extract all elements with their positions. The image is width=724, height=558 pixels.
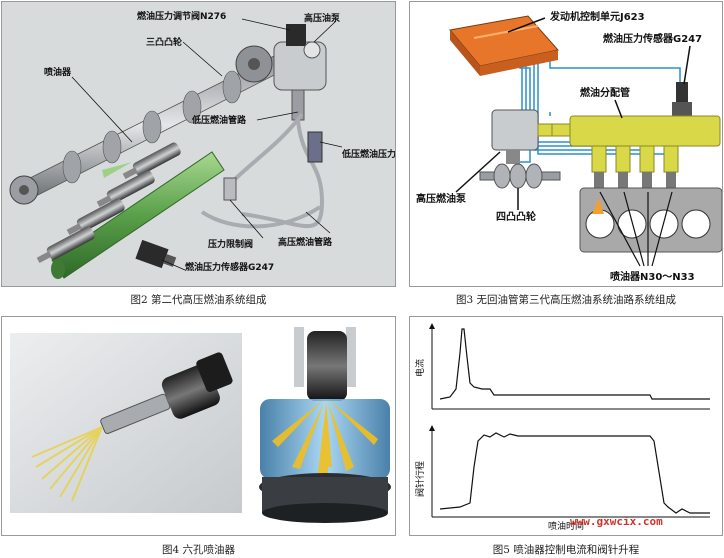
fig5-panel: 电流 阀针行程 喷油时间 www.gxwcix.com — [409, 316, 723, 536]
fig4-panel — [1, 316, 396, 536]
fuel-rail — [549, 115, 721, 147]
label-lp-sensor-text: 低压燃油压力传感器 — [341, 148, 396, 160]
current-curve — [439, 328, 710, 400]
engine-block — [579, 187, 722, 253]
fig2-leaders — [71, 18, 343, 271]
hp-pump — [273, 24, 327, 121]
label-hp-pump-3: 高压燃油泵 — [416, 192, 467, 205]
label-relief: 压力限制阀 — [208, 238, 253, 250]
cam-shaft-3 — [479, 163, 561, 189]
green-rail — [51, 151, 225, 279]
label-injector: 喷油器 — [44, 66, 72, 78]
cylinder-view — [259, 327, 391, 523]
fuel-lines — [200, 112, 325, 229]
injector-leaders — [599, 191, 673, 267]
injector-tips — [594, 172, 676, 190]
watermark: www.gxwcix.com — [570, 515, 663, 528]
label-cam-3: 四凸凸轮 — [496, 210, 536, 223]
label-lp-line: 低压燃油管路 — [191, 114, 247, 126]
fig2-panel: 燃油压力调节阀N276 高压油泵 三凸凸轮 喷油器 低压燃油管路 低压燃油压力传… — [1, 1, 396, 287]
label-rail: 燃油分配管 — [580, 86, 630, 99]
label-hp-line: 高压燃油管路 — [278, 236, 333, 248]
ecu-leader — [507, 17, 546, 33]
pump-leader — [455, 151, 501, 193]
time-axis-label: 喷油时间 — [548, 520, 584, 532]
hp-pump-3 — [491, 109, 553, 164]
label-hp-pump: 高压油泵 — [304, 12, 341, 24]
fig3-caption: 图3 无回油管第三代高压燃油系统油路系统组成 — [455, 294, 677, 306]
injectors — [36, 142, 181, 264]
label-lp-sensor: 低压燃油压力传感器 — [341, 148, 396, 160]
label-sensor-g247: 燃油压力传感器G247 — [185, 261, 274, 273]
label-ecu: 发动机控制单元J623 — [549, 10, 645, 23]
current-plot: 电流 — [414, 323, 710, 410]
relief-valve — [223, 177, 237, 201]
sensor-leader — [683, 45, 691, 85]
ecu-box — [449, 15, 559, 76]
fig5-chart: 电流 阀针行程 喷油时间 www.gxwcix.com — [414, 323, 710, 532]
spray-right — [272, 401, 378, 473]
fig3-panel: 发动机控制单元J623 燃油压力传感器G247 燃油分配管 — [409, 1, 723, 287]
lift-axis-label: 阀针行程 — [414, 461, 426, 497]
fig2-caption: 图2 第二代高压燃油系统组成 — [130, 294, 267, 306]
fig5-caption: 图5 喷油器控制电流和阀针升程 — [492, 544, 640, 556]
g247-sensor — [135, 239, 177, 269]
fig4-caption: 图4 六孔喷油器 — [161, 544, 236, 556]
label-regulator: 燃油压力调节阀N276 — [137, 10, 226, 22]
injector-closeup — [100, 352, 233, 434]
rail-leader — [614, 99, 623, 119]
fig4-illustration — [10, 327, 391, 523]
camshaft — [9, 45, 293, 205]
label-sensor-3: 燃油压力传感器G247 — [603, 32, 702, 45]
g247-sensor-3 — [672, 82, 692, 118]
lift-plot: 阀针行程 喷油时间 — [414, 425, 710, 532]
fig2-illustration: 燃油压力调节阀N276 高压油泵 三凸凸轮 喷油器 低压燃油管路 低压燃油压力传… — [9, 10, 396, 279]
lift-curve — [439, 432, 710, 514]
lp-sensor-body — [307, 131, 323, 163]
fig3-illustration: 发动机控制单元J623 燃油压力传感器G247 燃油分配管 — [416, 10, 722, 283]
spray-left — [31, 426, 103, 502]
current-axis-label: 电流 — [414, 359, 426, 377]
label-cam: 三凸凸轮 — [146, 36, 182, 48]
label-injectors: 喷油器N30～N33 — [610, 270, 695, 283]
